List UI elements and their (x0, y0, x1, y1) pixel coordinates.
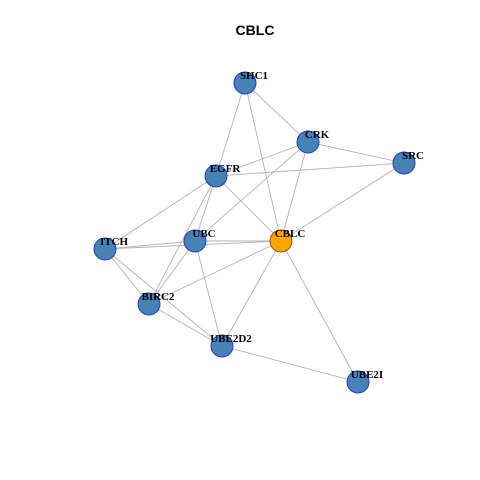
node-ubc: UBC (183, 228, 216, 253)
node-circle-src (392, 151, 416, 175)
node-label-crk: CRK (305, 129, 330, 141)
node-label-ubc: UBC (192, 228, 215, 240)
node-circle-birc2 (137, 292, 161, 316)
edge-crk-src (307, 141, 405, 164)
node-label-egfr: EGFR (210, 163, 242, 175)
node-label-ube2i: UBE2I (351, 369, 383, 381)
node-ube2i: UBE2I (346, 369, 383, 394)
edge-birc2-ube2d2 (148, 303, 223, 347)
edge-crk-egfr (215, 141, 309, 177)
edge-shc1-egfr (215, 82, 246, 177)
node-itch: ITCH (93, 236, 129, 261)
node-circle-ube2i (346, 370, 370, 394)
node-cblc: CBLC (269, 228, 306, 253)
node-src: SRC (392, 150, 424, 175)
node-circle-itch (93, 237, 117, 261)
node-circle-egfr (204, 164, 228, 188)
edge-cblc-birc2 (148, 240, 282, 305)
edge-egfr-itch (104, 175, 217, 250)
diagram-title: CBLC (236, 22, 275, 38)
node-label-itch: ITCH (100, 236, 129, 248)
edge-cblc-ube2d2 (221, 240, 282, 347)
edge-src-cblc (280, 162, 405, 242)
node-egfr: EGFR (204, 163, 242, 188)
node-circle-ube2d2 (210, 334, 234, 358)
edge-egfr-cblc (215, 175, 282, 242)
edge-src-egfr (215, 162, 405, 177)
node-ube2d2: UBE2D2 (210, 333, 252, 358)
edges-layer (104, 82, 405, 383)
edge-ube2d2-ube2i (221, 345, 359, 383)
node-circle-crk (296, 130, 320, 154)
edge-shc1-cblc (244, 82, 282, 242)
edge-ubc-ube2d2 (194, 240, 223, 347)
edge-egfr-birc2 (148, 175, 217, 305)
node-shc1: SHC1 (233, 70, 268, 95)
edge-itch-birc2 (104, 248, 150, 305)
edge-itch-ubc (104, 240, 196, 250)
node-birc2: BIRC2 (137, 291, 175, 316)
node-circle-ubc (183, 229, 207, 253)
node-label-src: SRC (402, 150, 424, 162)
edge-crk-cblc (280, 141, 309, 242)
node-circle-shc1 (233, 71, 257, 95)
node-label-ube2d2: UBE2D2 (210, 333, 252, 345)
edge-crk-ubc (194, 141, 309, 242)
node-circle-cblc (269, 229, 293, 253)
node-label-birc2: BIRC2 (141, 291, 175, 303)
node-crk: CRK (296, 129, 330, 154)
edge-ubc-birc2 (148, 240, 196, 305)
edge-shc1-crk (244, 82, 309, 143)
node-label-cblc: CBLC (275, 228, 306, 240)
edge-cblc-ube2i (280, 240, 359, 383)
node-label-shc1: SHC1 (240, 70, 268, 82)
